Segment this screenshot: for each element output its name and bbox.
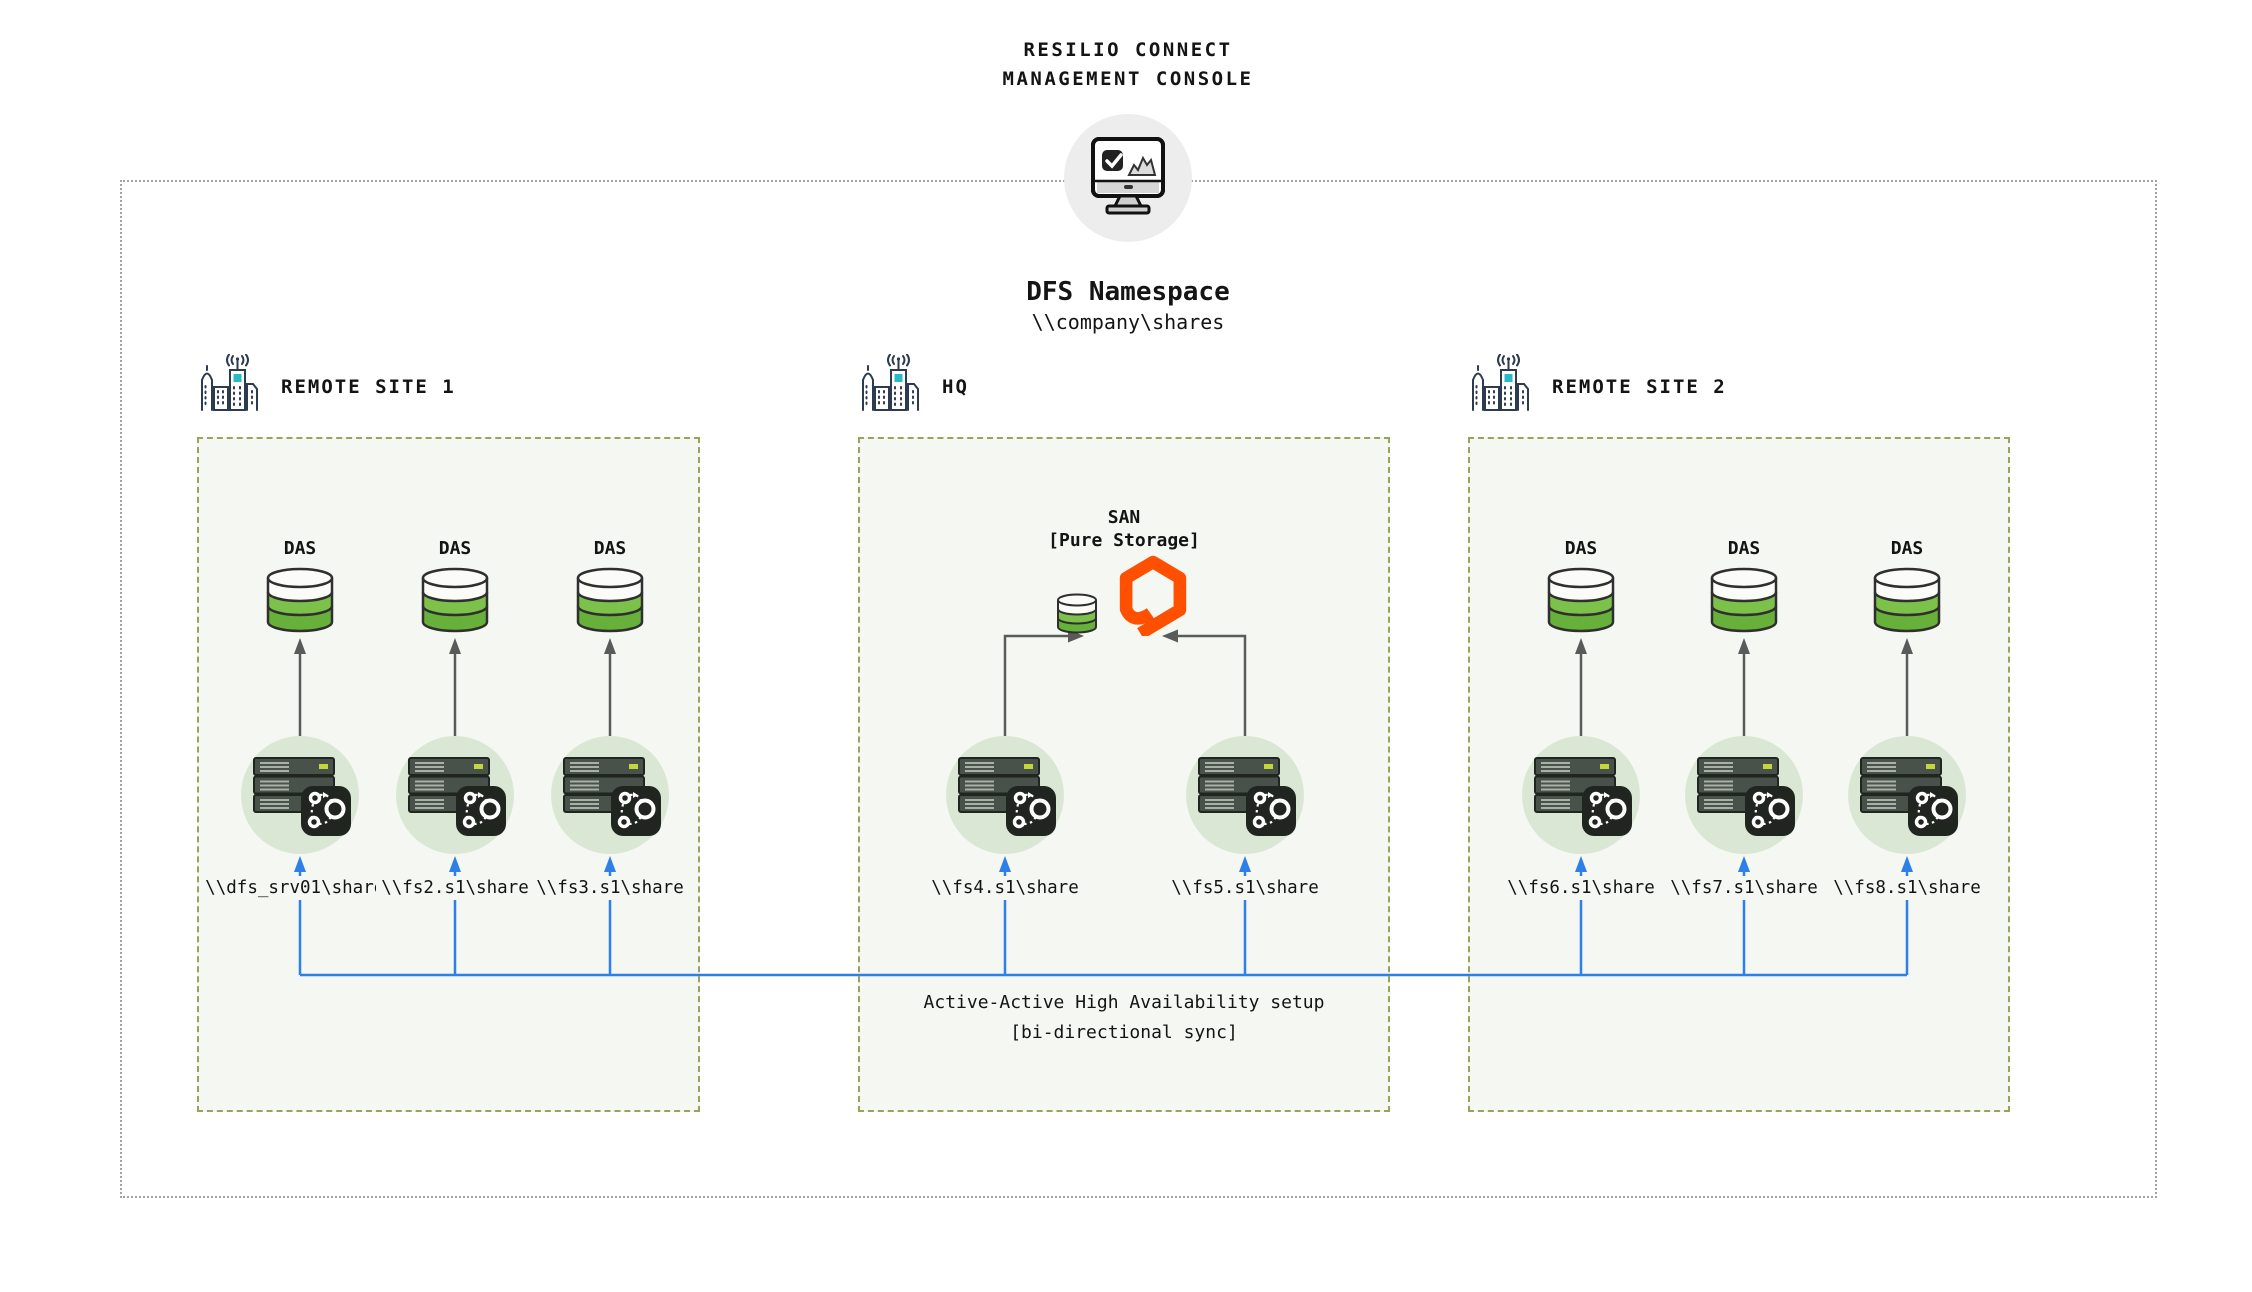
das-arrows-site2 (1575, 638, 1913, 736)
resilio-agent-badge-icon (1908, 786, 1958, 836)
share-path-label: \\fs2.s1\share (335, 876, 575, 900)
dfs-namespace: DFS Namespace \\company\shares (928, 276, 1328, 336)
share-path-label: \\fs6.s1\share (1461, 876, 1701, 900)
resilio-agent-badge-icon (1745, 786, 1795, 836)
file-server-node (1685, 736, 1803, 854)
resilio-agent-badge-icon (301, 786, 351, 836)
site-label: REMOTE SITE 1 (281, 376, 456, 398)
share-path-label: \\fs4.s1\share (885, 876, 1125, 900)
city-antenna-icon (201, 354, 258, 411)
site-header-hq: HQ (858, 354, 969, 412)
monitor-dashboard-icon (1091, 137, 1165, 215)
file-server-node (1522, 736, 1640, 854)
resilio-agent-badge-icon (1582, 786, 1632, 836)
database-cylinder-icon (576, 567, 644, 633)
share-path-label: \\fs8.s1\share (1787, 876, 2027, 900)
san-pure-storage: SAN [Pure Storage] (1044, 506, 1204, 640)
city-antenna-icon (1472, 354, 1529, 411)
database-cylinder-icon (266, 567, 334, 633)
san-elbow-connectors (1003, 629, 1247, 736)
server-rack-icon (253, 757, 335, 813)
das-label: DAS (438, 538, 472, 559)
file-server-node (241, 736, 359, 854)
share-path-label: \\fs7.s1\share (1624, 876, 1864, 900)
pure-storage-logo (1119, 555, 1186, 639)
share-path-label: \\fs3.s1\share (490, 876, 730, 900)
file-server-node (946, 736, 1064, 854)
san-vendor-label: [Pure Storage] (1048, 530, 1200, 551)
file-server-node (1848, 736, 1966, 854)
das-label: DAS (593, 538, 627, 559)
resilio-agent-badge-icon (611, 786, 661, 836)
das-label: DAS (283, 538, 317, 559)
console-title-line1: RESILIO CONNECT (1023, 39, 1233, 61)
site-label: HQ (942, 376, 969, 398)
site-header-remote-site-1: REMOTE SITE 1 (197, 354, 456, 412)
das-label: DAS (1564, 538, 1598, 559)
server-rack-icon (1534, 757, 1616, 813)
dfs-namespace-title: DFS Namespace (1026, 277, 1230, 307)
das-label: DAS (1890, 538, 1924, 559)
management-console-node (1064, 114, 1192, 242)
hq-box (858, 437, 1390, 1112)
database-cylinder-icon (1710, 567, 1778, 633)
das-arrows-site1 (294, 638, 616, 736)
dfs-namespace-path: \\company\shares (1031, 310, 1225, 334)
database-cylinder-icon (421, 567, 489, 633)
das-label: DAS (1727, 538, 1761, 559)
resilio-agent-badge-icon (1006, 786, 1056, 836)
file-server-node (551, 736, 669, 854)
resilio-agent-badge-icon (1246, 786, 1296, 836)
share-path-label: \\fs5.s1\share (1125, 876, 1365, 900)
san-label: SAN (1107, 507, 1141, 528)
share-path-label: \\dfs_srv01\shares (180, 876, 420, 900)
site-header-remote-site-2: REMOTE SITE 2 (1468, 354, 1727, 412)
city-antenna-icon (862, 354, 919, 411)
file-server-node (396, 736, 514, 854)
ha-note-line1: Active-Active High Availability setup (923, 992, 1325, 1013)
database-cylinder-icon (1547, 567, 1615, 633)
site-label: REMOTE SITE 2 (1552, 376, 1727, 398)
database-cylinder-icon (1873, 567, 1941, 633)
console-title-line2: MANAGEMENT CONSOLE (1002, 68, 1254, 90)
blue-sync-network (294, 856, 1913, 977)
file-server-node (1186, 736, 1304, 854)
ha-setup-note: Active-Active High Availability setup [b… (884, 988, 1364, 1048)
database-cylinder-icon (1057, 593, 1098, 634)
resilio-agent-badge-icon (456, 786, 506, 836)
console-title: RESILIO CONNECT MANAGEMENT CONSOLE (878, 36, 1378, 94)
ha-note-line2: [bi-directional sync] (1010, 1022, 1238, 1043)
